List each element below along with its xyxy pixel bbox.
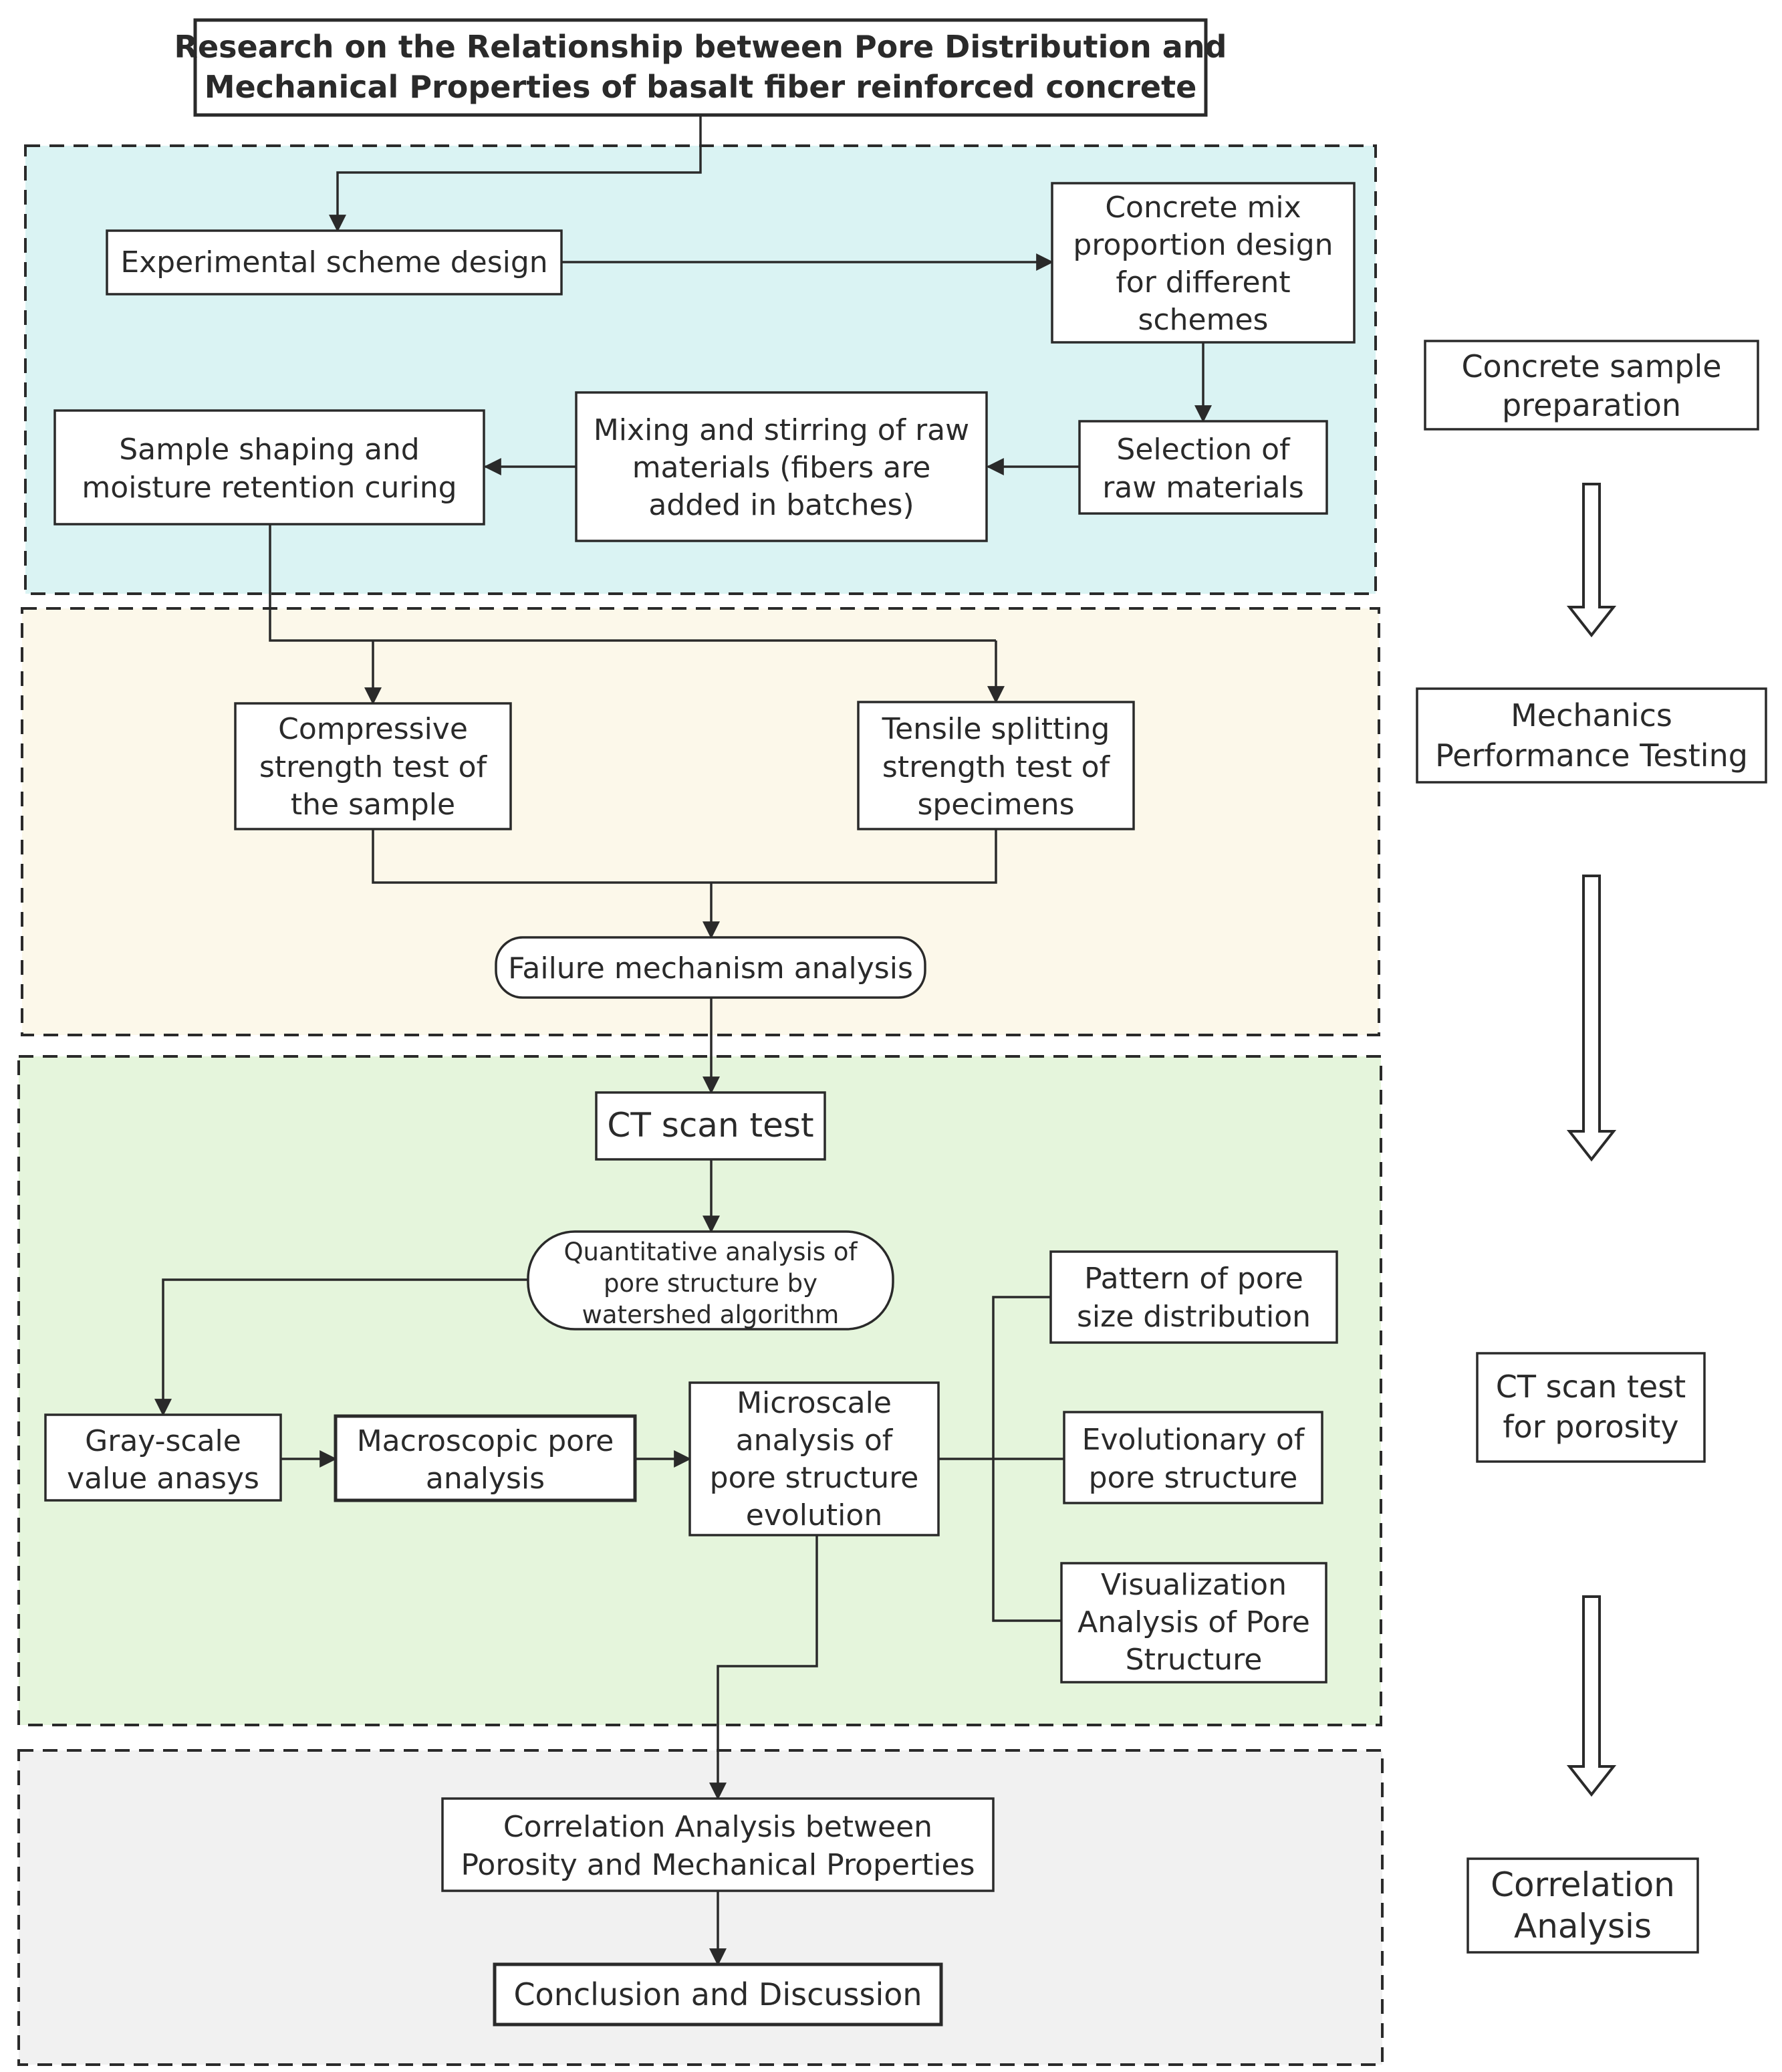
stage-label-line: preparation	[1502, 387, 1681, 423]
stage-label-mechanics-testing: Mechanics Performance Testing	[1416, 687, 1767, 784]
node-label: Mixing and stirring of raw	[594, 413, 969, 447]
node-label: Porosity and Mechanical Properties	[461, 1848, 975, 1882]
stage-label-ct-scan: CT scan test for porosity	[1476, 1352, 1706, 1463]
node-label: Microscale	[737, 1386, 892, 1420]
node-label: added in batches)	[648, 488, 914, 522]
node-label: Structure	[1126, 1643, 1263, 1677]
connectors	[154, 115, 1212, 1966]
stage-label-line: Mechanics	[1511, 697, 1672, 733]
node-label: CT scan test	[607, 1106, 813, 1145]
connector-branch-bus	[992, 1296, 1061, 1622]
stage-label-sample-preparation: Concrete sample preparation	[1424, 340, 1759, 431]
node-label: Correlation Analysis between	[503, 1810, 932, 1844]
node-label: specimens	[917, 788, 1074, 822]
stage-label-line: Concrete sample	[1461, 348, 1721, 384]
node-label: Conclusion and Discussion	[513, 1976, 922, 2012]
node-pattern-of-pore-size-distribution: Pattern of pore size distribution	[1049, 1250, 1338, 1344]
node-label: strength test of	[259, 750, 488, 784]
node-mixing-and-stirring: Mixing and stirring of raw materials (fi…	[575, 391, 988, 542]
node-label: Visualization	[1101, 1568, 1287, 1602]
node-label: Experimental scheme design	[120, 245, 547, 279]
title-line-2: Mechanical Properties of basalt fiber re…	[205, 69, 1197, 105]
node-label: moisture retention curing	[82, 471, 457, 505]
node-experimental-scheme-design: Experimental scheme design	[106, 229, 563, 296]
node-label: pore structure by	[604, 1269, 817, 1298]
node-label: evolution	[746, 1498, 882, 1532]
node-label: pore structure	[1089, 1461, 1298, 1495]
node-label: raw materials	[1102, 471, 1304, 505]
node-label: Gray-scale	[85, 1424, 241, 1458]
node-label: schemes	[1138, 303, 1269, 337]
node-label: Pattern of pore	[1084, 1262, 1303, 1296]
stage-label-line: Performance Testing	[1435, 737, 1748, 774]
node-label: proportion design	[1073, 228, 1333, 262]
node-label: Compressive	[278, 712, 468, 746]
node-failure-mechanism-analysis: Failure mechanism analysis	[495, 936, 926, 999]
down-arrow-icon	[1566, 1595, 1617, 1797]
node-microscale-analysis: Microscale analysis of pore structure ev…	[688, 1381, 940, 1536]
stage-label-line: for porosity	[1503, 1409, 1678, 1445]
node-label: analysis of	[736, 1423, 894, 1458]
connector-micro-to-correlation	[709, 1535, 818, 1801]
node-label: Selection of	[1116, 433, 1291, 467]
node-mix-proportion-design: Concrete mix proportion design for diffe…	[1051, 182, 1356, 344]
node-tensile-splitting-test: Tensile splitting strength test of speci…	[857, 701, 1135, 830]
node-sample-shaping-and-curing: Sample shaping and moisture retention cu…	[53, 409, 485, 526]
node-label: Analysis of Pore	[1077, 1605, 1310, 1639]
node-label: Failure mechanism analysis	[508, 951, 913, 986]
connector-shaping-down	[269, 524, 996, 642]
node-label: Sample shaping and	[119, 433, 419, 467]
node-label: pore structure	[710, 1461, 919, 1495]
node-conclusion-and-discussion: Conclusion and Discussion	[493, 1962, 943, 2027]
title-line-1: Research on the Relationship between Por…	[174, 29, 1227, 65]
stage-label-correlation: Correlation Analysis	[1467, 1857, 1699, 1954]
node-label: Tensile splitting	[882, 712, 1110, 746]
node-watershed-quantitative-analysis: Quantitative analysis of pore structure …	[527, 1230, 894, 1331]
node-gray-scale-value-analysis: Gray-scale value anasys	[44, 1413, 282, 1502]
node-label: for different	[1116, 265, 1290, 300]
node-label: analysis	[426, 1462, 545, 1496]
node-label: strength test of	[882, 750, 1111, 784]
connector-watershed-to-grayscale	[154, 1278, 528, 1417]
node-evolutionary-of-pore-structure: Evolutionary of pore structure	[1063, 1411, 1323, 1504]
node-label: Quantitative analysis of	[563, 1238, 858, 1266]
node-label: size distribution	[1077, 1300, 1311, 1334]
node-macroscopic-pore-analysis: Macroscopic pore analysis	[334, 1414, 637, 1502]
node-correlation-analysis: Correlation Analysis between Porosity an…	[441, 1797, 995, 1892]
down-arrow-icon	[1566, 875, 1617, 1162]
node-label: watershed algorithm	[582, 1300, 840, 1329]
down-arrow-icon	[1566, 483, 1617, 638]
node-selection-of-raw-materials: Selection of raw materials	[1078, 420, 1328, 515]
connector-tests-merge	[372, 829, 997, 884]
node-label: the sample	[291, 788, 455, 822]
connector-title-to-scheme	[329, 115, 702, 233]
node-visualization-analysis: Visualization Analysis of Pore Structure	[1060, 1562, 1327, 1684]
stage-label-line: Correlation	[1491, 1865, 1675, 1904]
node-ct-scan-test: CT scan test	[595, 1091, 826, 1161]
node-label: Evolutionary of	[1082, 1423, 1305, 1457]
node-label: Concrete mix	[1105, 191, 1301, 225]
stage-label-line: CT scan test	[1496, 1369, 1686, 1405]
node-label: value anasys	[67, 1462, 259, 1496]
stage-label-line: Analysis	[1514, 1907, 1652, 1946]
node-label: materials (fibers are	[632, 451, 931, 485]
node-compressive-strength-test: Compressive strength test of the sample	[234, 702, 512, 830]
node-label: Macroscopic pore	[357, 1424, 614, 1458]
title-box: Research on the Relationship between Por…	[174, 18, 1227, 117]
